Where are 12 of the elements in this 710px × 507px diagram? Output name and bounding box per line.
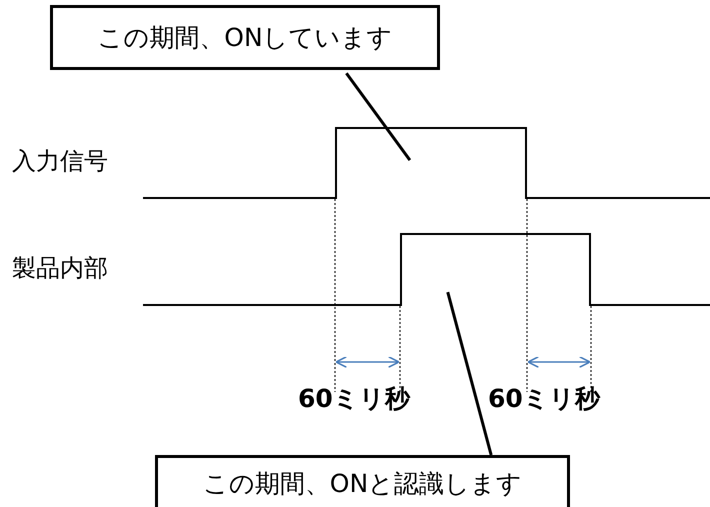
callout-box: [50, 5, 440, 70]
callout-text: この期間、ONと認識します: [202, 468, 522, 500]
leader-line: [345, 72, 412, 161]
signal-name: 入力信号: [12, 146, 108, 177]
callout-text: この期間、ONしています: [97, 22, 393, 54]
leader-line: [446, 292, 493, 456]
pulse-waveform: [335, 127, 527, 199]
callout-box: [155, 455, 570, 507]
signal-name: 製品内部: [12, 253, 108, 284]
pulse-waveform: [400, 233, 591, 306]
duration-label: 60ミリ秒: [298, 383, 410, 415]
duration-label: 60ミリ秒: [488, 383, 600, 415]
